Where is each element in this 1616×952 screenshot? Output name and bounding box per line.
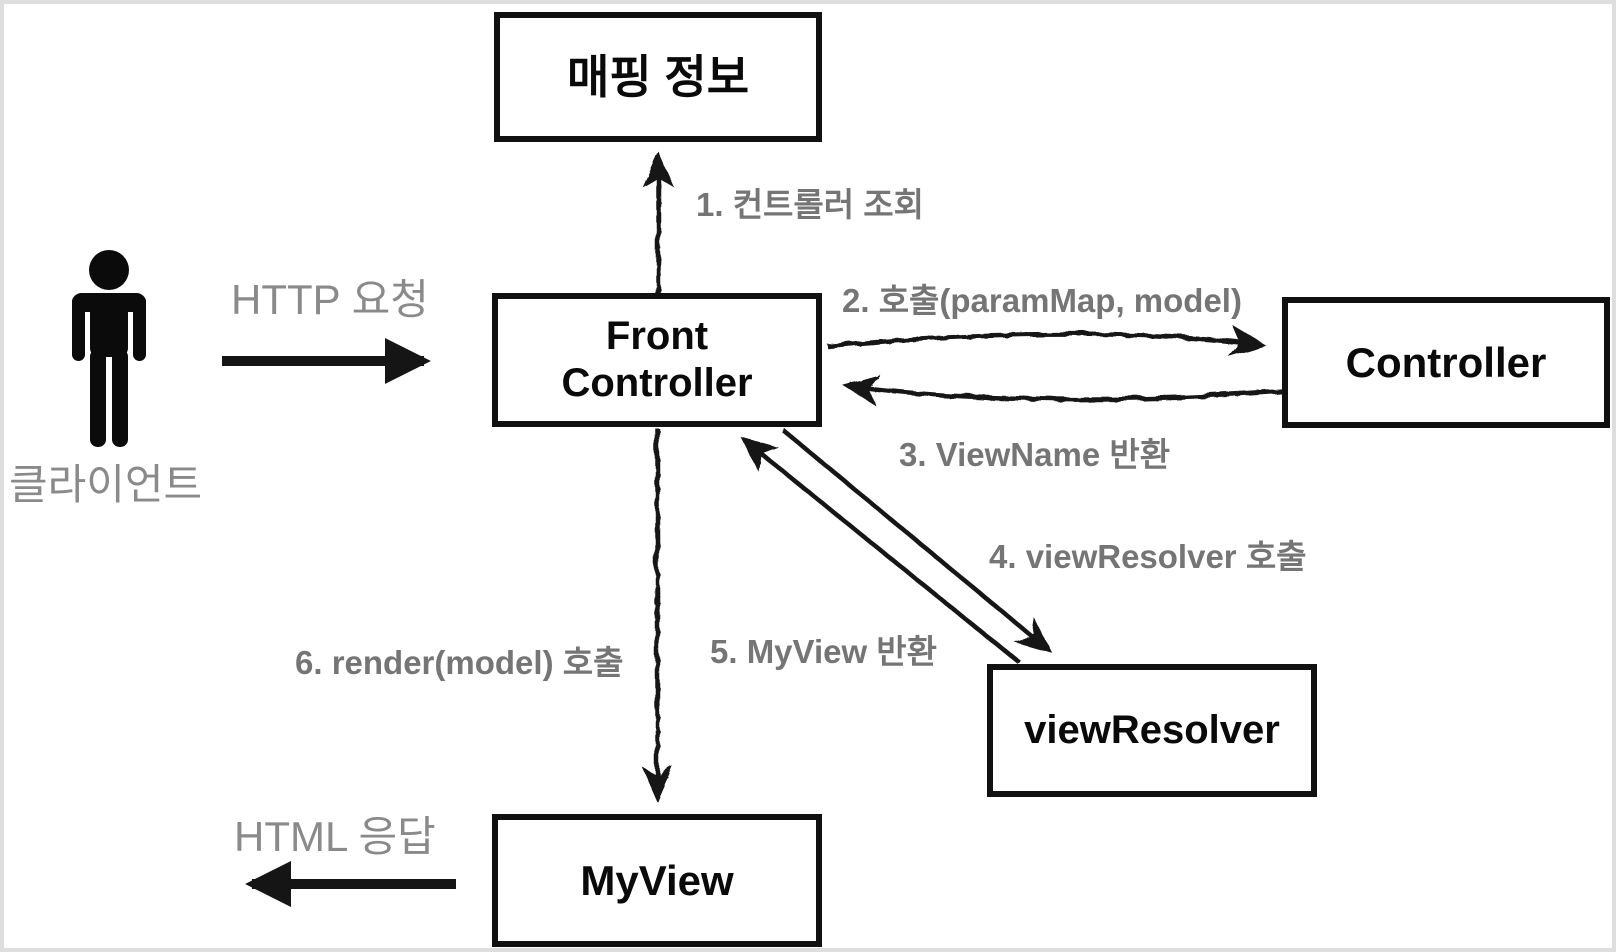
box-front-controller-line2: Controller bbox=[561, 361, 753, 405]
client-actor bbox=[64, 249, 154, 454]
label-html-response: HTML 응답 bbox=[234, 813, 436, 860]
box-mapping-info: 매핑 정보 bbox=[494, 12, 822, 142]
arrow-viewname-return bbox=[841, 373, 1283, 405]
box-front-controller-line1: Front bbox=[605, 313, 709, 358]
box-my-view-label: MyView bbox=[580, 856, 734, 904]
label-step3-viewname-return: 3. ViewName 반환 bbox=[899, 436, 1171, 473]
label-step5-myview-return: 5. MyView 반환 bbox=[710, 633, 938, 670]
label-step4-viewresolver-call: 4. viewResolver 호출 bbox=[989, 538, 1307, 575]
box-controller: Controller bbox=[1282, 297, 1610, 428]
label-step1-controller-lookup: 1. 컨트롤러 조회 bbox=[696, 186, 925, 223]
label-client: 클라이언트 bbox=[9, 461, 203, 508]
box-view-resolver: viewResolver bbox=[987, 664, 1317, 797]
person-icon bbox=[72, 250, 146, 447]
box-my-view: MyView bbox=[492, 814, 822, 947]
label-step6-render-model-call: 6. render(model) 호출 bbox=[295, 644, 624, 681]
label-http-request: HTTP 요청 bbox=[231, 276, 429, 323]
label-step2-call-parammap-model: 2. 호출(paramMap, model) bbox=[842, 282, 1242, 319]
arrow-call-controller bbox=[825, 323, 1265, 356]
box-front-controller: Front Controller bbox=[492, 293, 822, 427]
box-view-resolver-label: viewResolver bbox=[1024, 707, 1280, 752]
box-controller-label: Controller bbox=[1345, 338, 1547, 386]
box-mapping-info-label: 매핑 정보 bbox=[566, 50, 750, 103]
